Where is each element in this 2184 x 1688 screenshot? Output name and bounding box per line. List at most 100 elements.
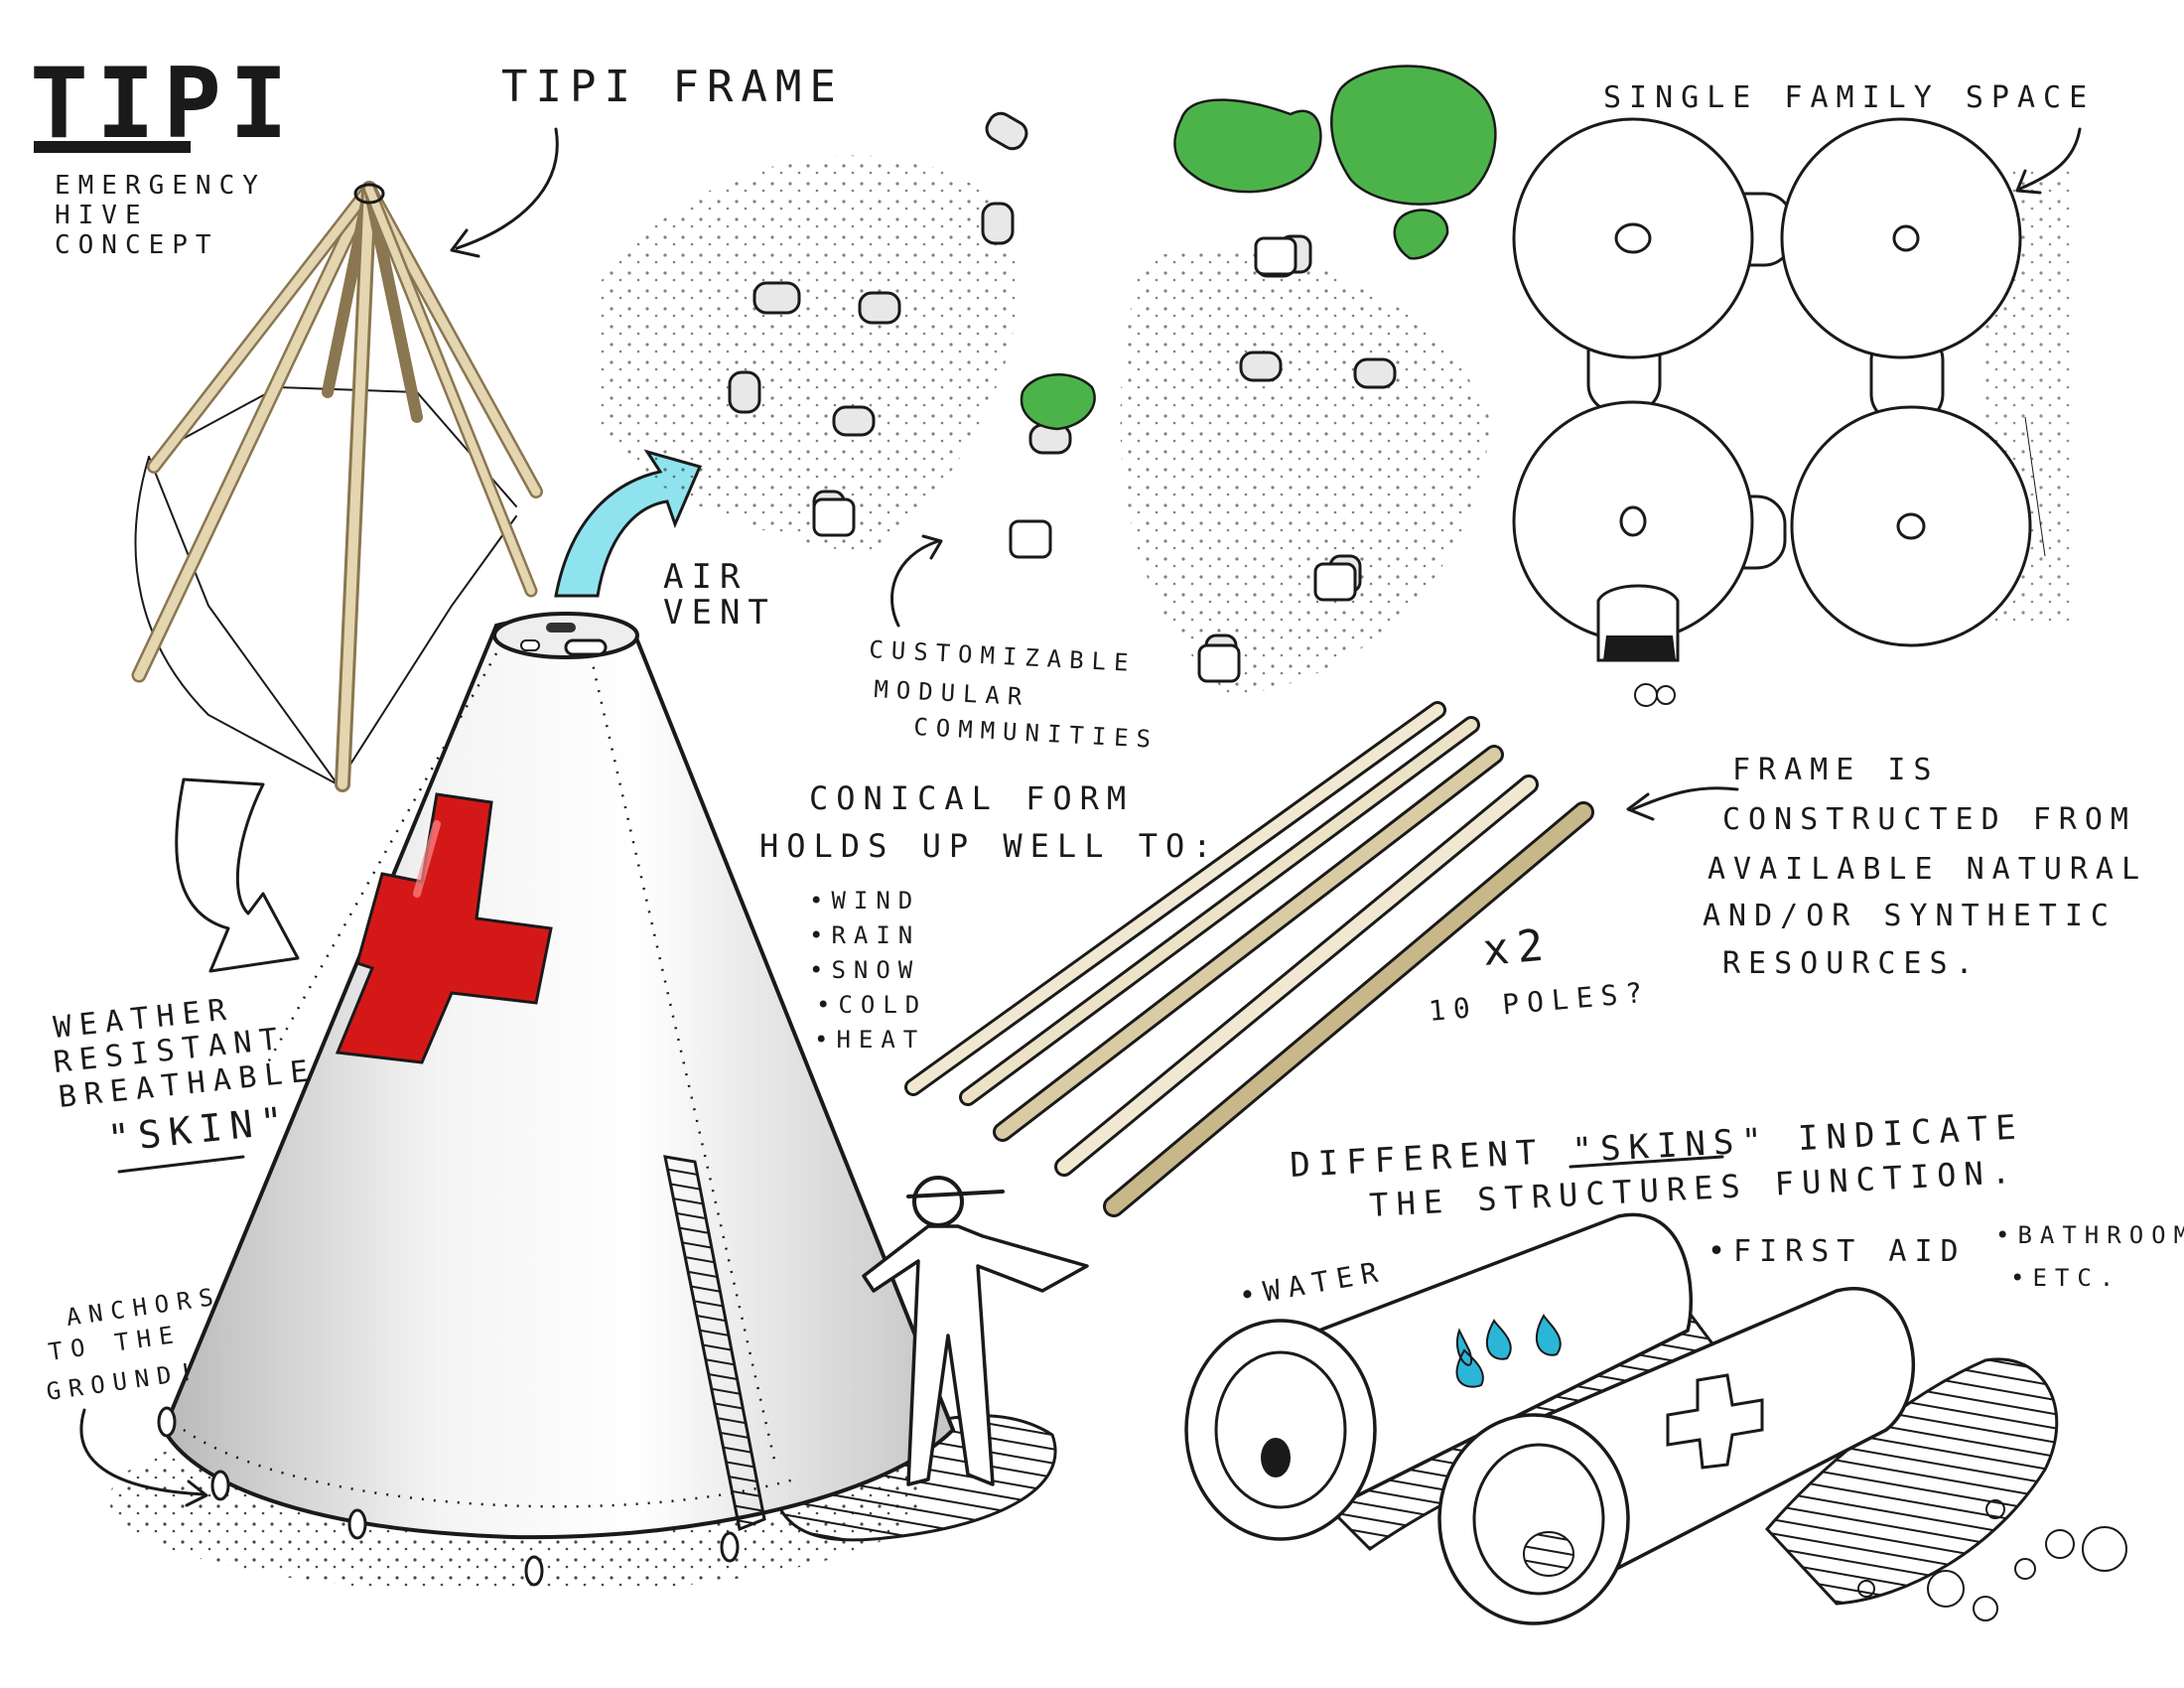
pole-5	[1106, 804, 1591, 1214]
weather-item-heat: •HEAT	[814, 1026, 925, 1054]
anchor-peg-1	[157, 1406, 177, 1438]
label-pole-count: 10 POLES?	[1428, 976, 1652, 1028]
pod-connector	[985, 111, 1028, 151]
first-aid-cross-icon	[1666, 1373, 1764, 1470]
person-head	[912, 1176, 964, 1227]
frame-ring-upper	[158, 385, 517, 507]
single-family-space-plan	[1512, 117, 2075, 707]
person-body	[862, 1224, 1089, 1486]
rock	[1985, 1499, 2005, 1519]
label-tipi-frame: TIPI FRAME	[501, 62, 844, 112]
family-pod-1	[1512, 117, 1754, 359]
pole-bundle	[904, 701, 1594, 1217]
skins-underline	[1569, 1155, 1724, 1169]
arrow-communities	[890, 539, 940, 628]
arrow-single-family-head	[2015, 169, 2042, 195]
anchor-peg-2	[210, 1470, 230, 1501]
subtitle-line-1: EMERGENCY	[55, 171, 266, 201]
pod-connector	[1353, 357, 1397, 389]
title-underline	[34, 141, 191, 153]
community-stipple-left	[596, 155, 1018, 556]
pod-door	[1197, 643, 1241, 683]
label-conical-form-2: HOLDS UP WELL TO:	[759, 827, 1220, 865]
community-stipple-right	[1120, 251, 1489, 695]
vent-slot-3	[520, 639, 540, 651]
rock	[2014, 1558, 2036, 1580]
family-pod-4	[1790, 405, 2032, 647]
arrow-communities-head	[921, 534, 943, 560]
person-helmet-visor	[906, 1190, 1005, 1198]
tree-icon	[1020, 373, 1096, 431]
arrow-anchors	[79, 1408, 205, 1496]
water-roll-core	[1261, 1438, 1291, 1477]
water-roll-inner	[1214, 1350, 1347, 1509]
frame-pole-4-highlight	[338, 184, 374, 789]
weather-item-wind: •WIND	[809, 887, 920, 914]
rock	[1973, 1596, 1998, 1621]
pod-connector	[832, 405, 876, 437]
anchor-peg-5	[720, 1531, 740, 1563]
anchor-peg-3	[347, 1508, 367, 1540]
pod-door	[1254, 236, 1297, 276]
arrow-tipi-frame	[455, 127, 559, 250]
tree-icon	[1393, 209, 1449, 260]
label-air-vent-2: VENT	[663, 593, 776, 633]
frame-pole-2-highlight	[149, 184, 374, 472]
plan-entry-rock	[1634, 683, 1658, 707]
cone-anchors	[157, 1406, 740, 1587]
cone-red-cross-icon	[335, 792, 553, 1064]
arrow-anchors-head	[185, 1479, 208, 1507]
first-aid-roll-inner	[1472, 1443, 1605, 1596]
skin-type-etc: •ETC.	[2010, 1264, 2121, 1292]
arrow-poles	[1631, 786, 1739, 811]
pole-1	[907, 704, 1443, 1093]
weather-item-rain: •RAIN	[809, 921, 920, 949]
frame-pole-1-highlight	[134, 184, 374, 680]
pod-connector	[752, 281, 801, 315]
skin-type-first-aid: •FIRST AID	[1707, 1234, 1967, 1269]
arrow-single-family	[2018, 127, 2082, 191]
frame-top-tie	[353, 183, 385, 205]
water-drop-icon	[1485, 1319, 1512, 1360]
arrow-poles-head	[1626, 792, 1655, 821]
frame-note-2: CONSTRUCTED FROM	[1722, 802, 2136, 837]
label-customizable-2: MODULAR	[874, 675, 1030, 711]
pod-door	[812, 497, 856, 537]
label-air-vent-1: AIR	[663, 557, 748, 597]
person-figure	[862, 1176, 1089, 1486]
pod-center-mark	[1619, 505, 1647, 537]
cone-door-flap	[663, 1155, 766, 1532]
community-trees	[1020, 65, 1497, 431]
first-aid-roll-end	[1437, 1413, 1630, 1625]
tree-icon	[1330, 65, 1497, 206]
rolled-skins-sketch	[1184, 1212, 2127, 1625]
tree-icon	[1173, 98, 1322, 194]
family-pod-2	[1780, 117, 2022, 359]
frame-ring-back	[134, 456, 339, 785]
frame-pole-7-highlight	[365, 185, 535, 595]
frame-pole-6-highlight	[364, 184, 541, 496]
pod-connector	[981, 202, 1015, 245]
skin-type-bathroom: •BATHROOM	[1995, 1221, 2184, 1249]
label-conical-form-1: CONICAL FORM	[809, 779, 1134, 817]
pole-2	[962, 719, 1477, 1103]
pod-connector	[1239, 351, 1283, 382]
pole-3	[996, 748, 1501, 1139]
rock	[2045, 1529, 2075, 1559]
pod-center-mark	[1896, 512, 1926, 540]
arrow-tipi-frame-head	[450, 228, 480, 258]
cone-tipi	[109, 612, 1057, 1594]
label-pole-multiplier: x2	[1481, 919, 1554, 976]
first-aid-roll-core	[1523, 1531, 1574, 1577]
pod-connector	[858, 291, 901, 325]
subtitle-line-2: HIVE	[55, 201, 149, 230]
cross-highlight	[413, 820, 441, 898]
rock	[1927, 1570, 1965, 1608]
water-drop-icon	[1455, 1328, 1484, 1388]
frame-note-5: RESOURCES.	[1722, 946, 1981, 981]
pod-center-mark	[1892, 224, 1920, 252]
transform-arrow-icon	[175, 777, 300, 973]
anchor-peg-4	[524, 1555, 544, 1587]
subtitle-line-3: CONCEPT	[55, 230, 219, 260]
